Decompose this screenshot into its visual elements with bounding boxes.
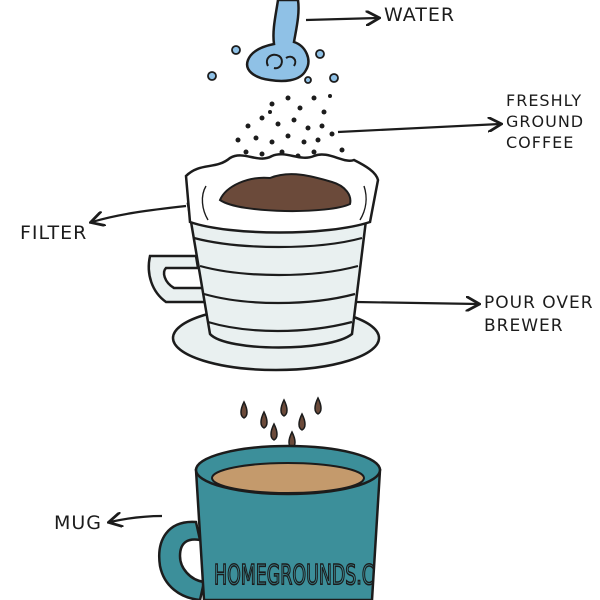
coffee-label-line-1: FRESHLY — [506, 91, 583, 110]
coffee-label-line-3: COFFEE — [506, 133, 575, 152]
mug-arrow — [110, 516, 163, 522]
coffee-bed — [218, 173, 352, 213]
coffee-arrow — [337, 124, 500, 134]
filter-label: FILTER — [20, 222, 88, 244]
brewer-arrow — [355, 302, 478, 304]
water-pour — [245, 0, 310, 83]
water-swirl-2 — [285, 55, 297, 67]
brewer-label-line-1: POUR OVER — [484, 293, 594, 313]
filter-folds — [201, 185, 367, 221]
filter-arrow — [92, 204, 187, 222]
brewer-label-line-2: BREWER — [484, 316, 564, 336]
water-stream — [207, 0, 339, 84]
mug-coffee — [211, 462, 365, 494]
brewer-label: POUR OVER BREWER — [484, 292, 594, 338]
coffee-label-line-2: GROUND — [506, 112, 585, 131]
falling-coffee-grounds — [227, 94, 345, 163]
water-label: WATER — [384, 4, 456, 26]
water-arrow — [305, 18, 378, 20]
mug: HOMEGROUNDS.C — [158, 444, 382, 600]
mug-label: MUG — [54, 512, 103, 534]
coffee-label: FRESHLY GROUND COFFEE — [506, 90, 584, 153]
mug-brand-print: HOMEGROUNDS.C — [214, 558, 374, 591]
mug-handle — [158, 520, 206, 600]
water-swirl — [266, 53, 283, 70]
water-droplets — [207, 45, 339, 84]
label-arrows — [92, 18, 500, 522]
brewer-ridges — [193, 236, 363, 333]
